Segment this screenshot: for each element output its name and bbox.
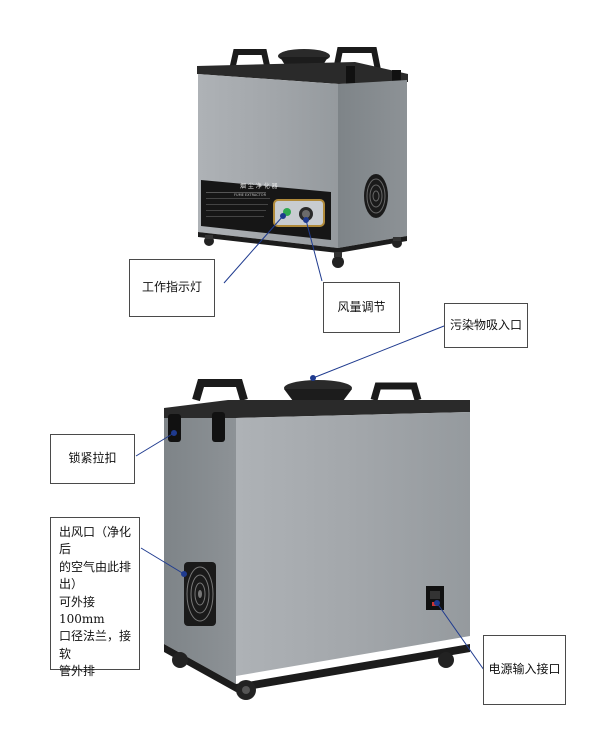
lock-clasp-label: 锁紧拉扣 — [68, 451, 117, 466]
callout-pollutant-inlet: 污染物吸入口 — [444, 303, 528, 348]
outlet-line: 出风口（净化后 — [59, 525, 132, 557]
panel-title: 烟 尘 净 化 器 — [240, 182, 278, 190]
bottom-unit — [164, 379, 470, 700]
pollutant-inlet-label: 污染物吸入口 — [449, 317, 522, 332]
callout-air-outlet: 出风口（净化后 的空气由此排 出） 可外接 100mm 口径法兰，接软 管外排 — [50, 517, 140, 678]
leader-lines — [135, 213, 485, 671]
outlet-line: 口径法兰，接软 — [59, 629, 132, 661]
indicator-light-label: 工作指示灯 — [141, 280, 202, 295]
outlet-line: 出） — [59, 577, 84, 592]
clasp-icon — [392, 70, 401, 90]
handle-icon — [229, 49, 271, 71]
outlet-line: 管外排 — [59, 664, 96, 679]
airflow-adjust-label: 风量调节 — [337, 299, 386, 314]
callout-lock-clasp: 锁紧拉扣 — [50, 434, 135, 484]
outlet-line: 可外接 100mm — [59, 594, 105, 626]
callout-indicator-light: 工作指示灯 — [129, 259, 215, 317]
top-unit: 烟 尘 净 化 器 FUME EXTRACTOR — [197, 47, 408, 268]
handle-icon — [370, 382, 422, 401]
outlet-line: 的空气由此排 — [59, 559, 132, 574]
caster-wheel-icon — [438, 652, 454, 668]
handle-icon — [333, 47, 381, 71]
fan-grille-icon — [364, 174, 388, 218]
callout-airflow-adjust: 风量调节 — [323, 282, 400, 333]
power-input-label: 电源输入接口 — [488, 662, 561, 677]
callout-power-input: 电源输入接口 — [483, 635, 566, 705]
caster-wheel-icon — [332, 256, 344, 268]
handle-icon — [192, 379, 248, 402]
clasp-icon — [168, 414, 181, 442]
caster-wheel-icon — [172, 652, 188, 668]
clasp-icon — [212, 412, 225, 442]
clasp-icon — [346, 66, 355, 86]
panel-subtitle: FUME EXTRACTOR — [234, 193, 267, 197]
